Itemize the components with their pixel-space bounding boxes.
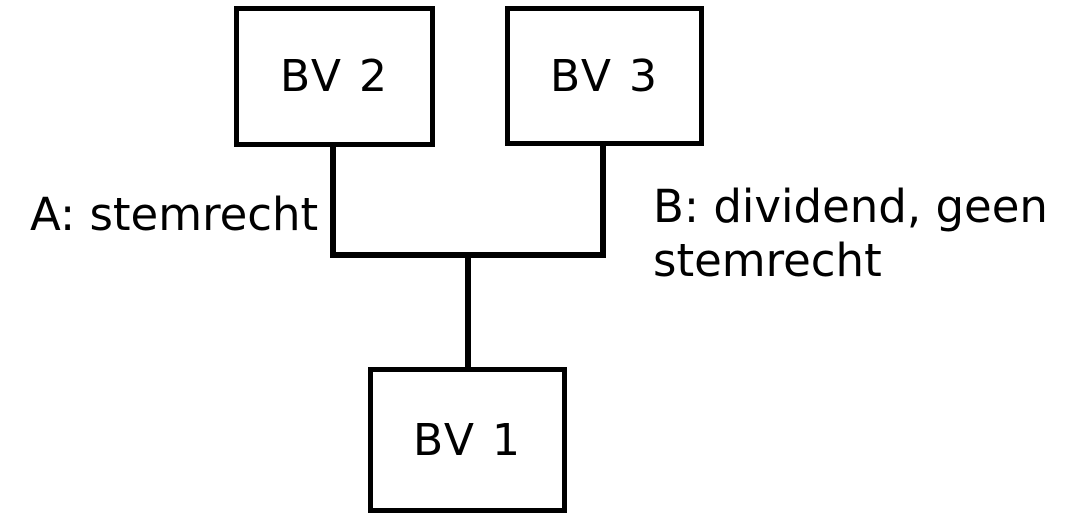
node-bv2-label: BV 2: [280, 51, 389, 102]
node-bv1: BV 1: [368, 367, 567, 513]
connector-bv3-vertical: [600, 146, 606, 258]
annotation-a-stemrecht: A: stemrecht: [30, 188, 319, 241]
node-bv1-label: BV 1: [413, 414, 522, 466]
annotation-b-dividend: B: dividend, geen stemrecht: [653, 180, 1048, 287]
node-bv3-label: BV 3: [550, 50, 659, 102]
connector-bv1-vertical: [465, 252, 471, 367]
node-bv3: BV 3: [505, 6, 704, 146]
connector-bv2-vertical: [330, 147, 336, 258]
node-bv2: BV 2: [234, 6, 435, 147]
